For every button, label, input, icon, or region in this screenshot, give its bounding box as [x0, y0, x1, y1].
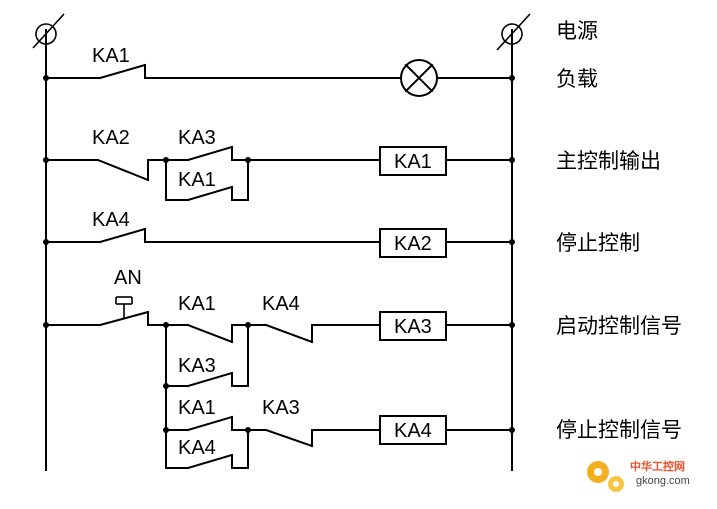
rung-4 [43, 296, 515, 388]
coil-label-ka3: KA3 [394, 316, 432, 338]
watermark-bottom: gkong.com [636, 475, 690, 487]
label-r5-ka4: KA4 [178, 437, 216, 459]
watermark-top: 中华工控网 [630, 459, 685, 473]
label-r2-ka1: KA1 [178, 169, 216, 191]
lamp-icon [400, 59, 438, 97]
label-r2-ka3: KA3 [178, 127, 216, 149]
rung-1 [43, 59, 515, 97]
rung-2 [43, 145, 515, 202]
desc-stop-ctrl: 停止控制 [556, 231, 640, 255]
coil-label-ka1: KA1 [394, 151, 432, 173]
label-r3-ka4: KA4 [92, 209, 130, 231]
watermark: 中华工控网 gkong.com [587, 459, 690, 492]
coil-label-ka4: KA4 [394, 420, 432, 442]
label-r5-ka3: KA3 [262, 397, 300, 419]
label-r4-ka3: KA3 [178, 355, 216, 377]
rung-3 [43, 227, 515, 258]
label-r4-ka4: KA4 [262, 293, 300, 315]
desc-stop-signal: 停止控制信号 [556, 418, 682, 442]
label-r1-ka1: KA1 [92, 45, 130, 67]
pushbutton-icon [115, 296, 133, 318]
label-r4-an: AN [114, 267, 142, 289]
gear-icon [587, 461, 624, 492]
label-r4-ka1: KA1 [178, 293, 216, 315]
label-r5-ka1: KA1 [178, 397, 216, 419]
desc-start-signal: 启动控制信号 [556, 314, 682, 338]
label-r2-ka2: KA2 [92, 127, 130, 149]
desc-power: 电源 [556, 19, 598, 43]
coil-label-ka2: KA2 [394, 233, 432, 255]
desc-load: 负载 [556, 67, 598, 91]
desc-main-out: 主控制输出 [556, 149, 661, 173]
left-terminal [32, 13, 65, 49]
right-terminal [496, 13, 531, 51]
rung-5 [163, 383, 515, 470]
